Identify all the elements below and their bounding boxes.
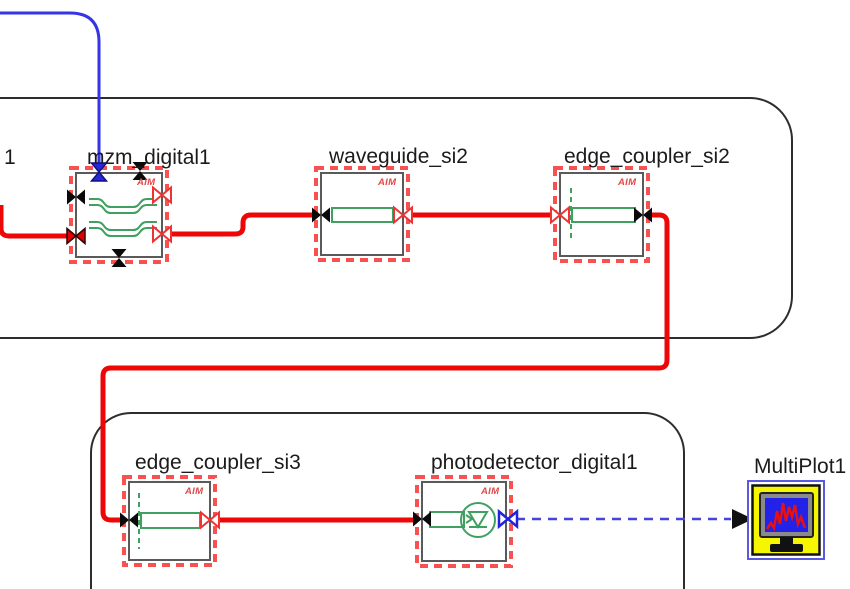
mzm-waveguide-icon (89, 198, 157, 237)
component-edge-coupler-si3[interactable] (120, 475, 220, 567)
photodiode-icon (429, 502, 496, 538)
label-multiplot1: MultiPlot1 (754, 455, 847, 478)
port-mzm-top-right[interactable] (132, 162, 148, 180)
wire-mzm-to-waveguide[interactable] (168, 212, 315, 237)
aim-badge: AIM (185, 486, 204, 497)
component-body[interactable] (128, 481, 211, 561)
aim-badge: AIM (481, 486, 500, 497)
label-edge-coupler-si3: edge_coupler_si3 (135, 451, 301, 474)
port-edge-coupler3-in[interactable] (120, 512, 138, 528)
label-edge-coupler-si2: edge_coupler_si2 (564, 145, 730, 168)
port-waveguide-out[interactable] (393, 205, 413, 225)
partial-label-left: 1 (4, 146, 16, 169)
wire-electrical-to-mzm[interactable] (0, 11, 101, 166)
port-mzm-in-upper[interactable] (67, 189, 85, 205)
monitor-base-icon (770, 544, 803, 552)
port-waveguide-in[interactable] (312, 207, 330, 223)
selection-outline (415, 475, 513, 568)
label-mzm-digital1: mzm_digital1 (87, 146, 211, 169)
multiplot-node[interactable] (747, 480, 825, 560)
port-photodetector-electrical-out[interactable] (497, 508, 519, 530)
port-mzm-modulation-in[interactable] (89, 162, 109, 182)
label-waveguide-si2: waveguide_si2 (329, 145, 468, 168)
group-block-top[interactable] (0, 97, 793, 339)
port-edge-coupler3-out[interactable] (200, 510, 220, 530)
port-mzm-out-upper[interactable] (152, 185, 172, 205)
component-photodetector-digital1[interactable] (413, 475, 519, 568)
port-photodetector-in[interactable] (413, 511, 431, 527)
wire-edge-coupler2-to-edge-coupler3[interactable] (100, 212, 670, 523)
aim-badge: AIM (137, 177, 156, 188)
component-edge-coupler-si2[interactable] (550, 166, 652, 263)
port-edge-coupler2-out[interactable] (634, 207, 652, 223)
component-body[interactable] (75, 172, 163, 258)
aim-badge: AIM (618, 177, 637, 188)
label-photodetector-digital1: photodetector_digital1 (431, 451, 638, 474)
spectrum-trace-icon (765, 502, 807, 532)
arrowhead-icon (732, 509, 753, 529)
monitor-stand-icon (780, 537, 793, 544)
component-mzm-digital1[interactable] (66, 162, 172, 267)
component-body[interactable] (320, 172, 404, 256)
port-mzm-out-lower[interactable] (152, 224, 172, 244)
wire-optical-into-mzm[interactable] (0, 205, 70, 239)
port-mzm-in-lower[interactable] (66, 226, 86, 246)
port-edge-coupler2-in[interactable] (550, 205, 570, 225)
aim-badge: AIM (378, 177, 397, 188)
component-waveguide-si2[interactable] (312, 166, 413, 262)
group-block-bottom[interactable] (90, 412, 685, 589)
port-mzm-bottom[interactable] (111, 249, 127, 267)
